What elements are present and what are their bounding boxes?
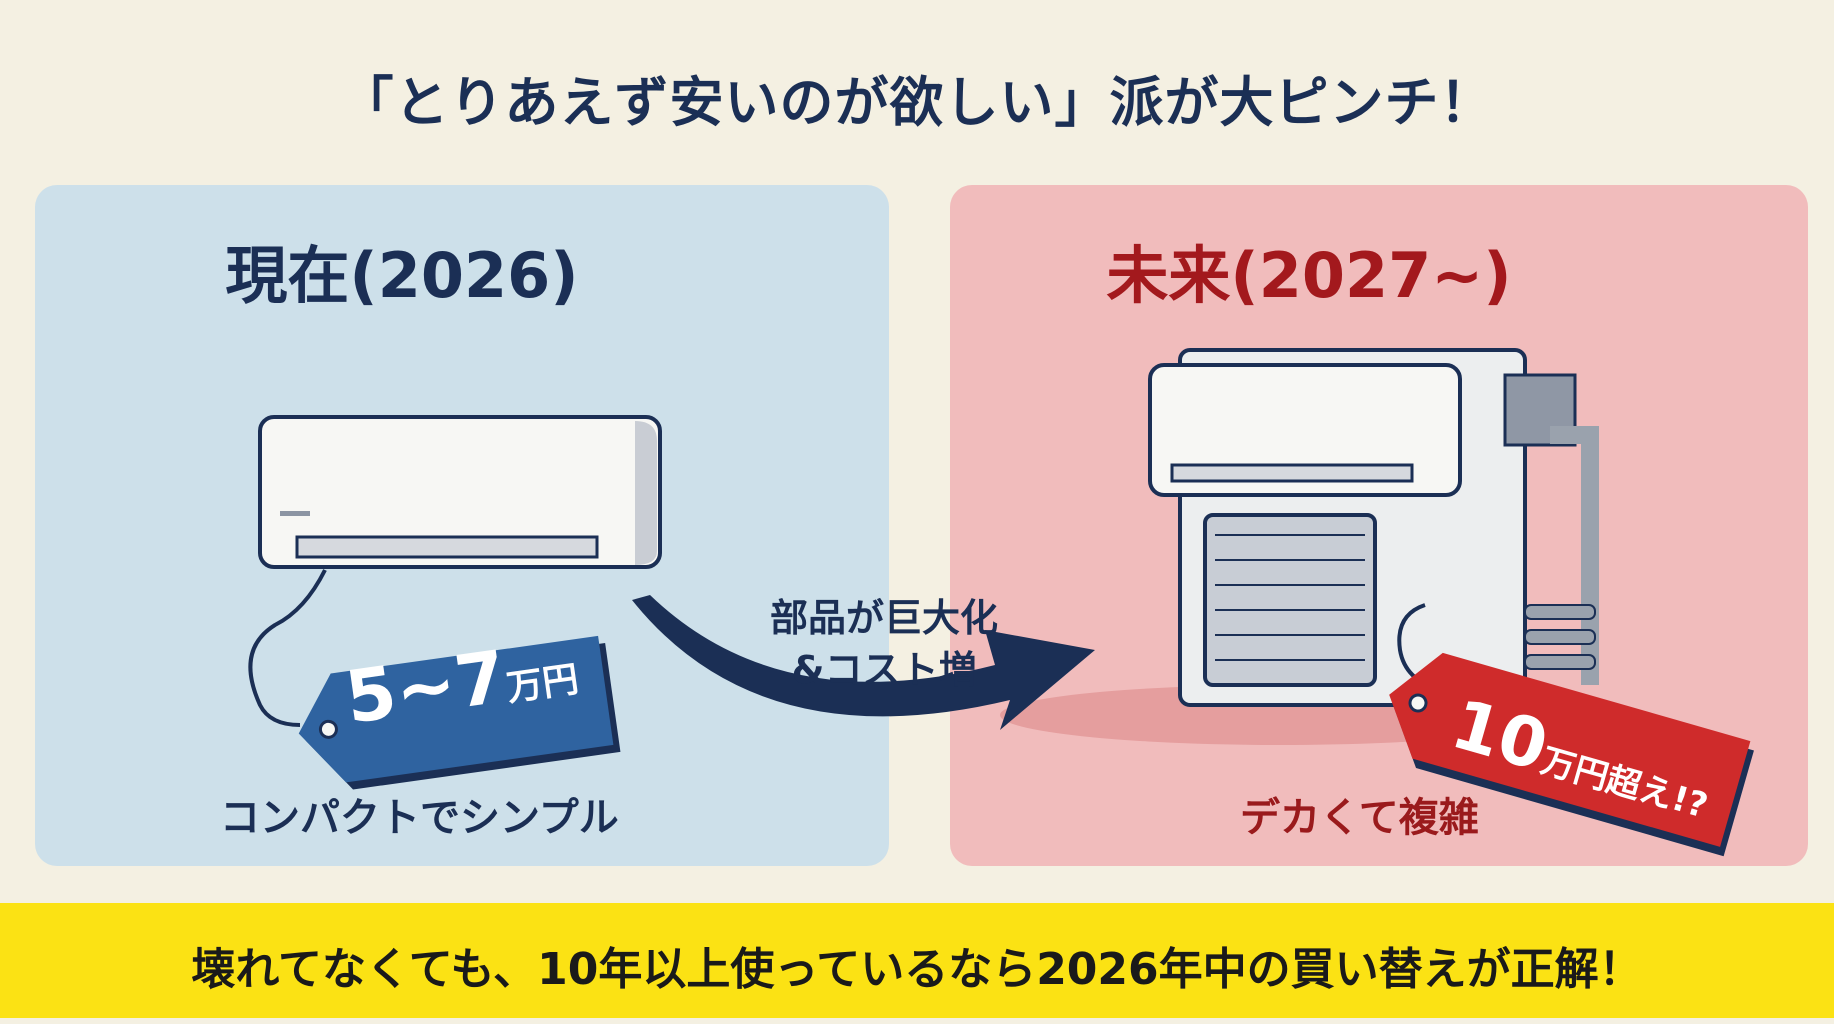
future-panel: 未来(2027~) 10万円超え!? デカくて複雑	[950, 185, 1808, 866]
arrow-label-line1: 部品が巨大化	[770, 596, 999, 640]
price-unit: 万円	[504, 658, 582, 710]
footer-text: 壊れてなくても、10年以上使っているなら2026年中の買い替えが正解！	[191, 944, 1643, 995]
current-heading: 現在(2026)	[225, 239, 579, 312]
current-panel: 現在(2026) 5~7万円 コンパクトでシンプル	[35, 185, 889, 866]
price-tag-icon	[1389, 652, 1754, 857]
price-tag-icon	[298, 635, 621, 790]
arrow-label: 部品が巨大化 &コスト増	[770, 592, 998, 696]
future-heading: 未来(2027~)	[1106, 239, 1512, 312]
future-caption: デカくて複雑	[1240, 795, 1479, 841]
footer-banner: 壊れてなくても、10年以上使っているなら2026年中の買い替えが正解！	[0, 903, 1834, 1018]
current-caption: コンパクトでシンプル	[220, 795, 619, 841]
page-title: 「とりあえず安いのが欲しい」派が大ピンチ！	[339, 71, 1495, 134]
air-conditioner-small-icon	[248, 415, 662, 727]
arrow-label-line2: &コスト増	[791, 648, 977, 692]
